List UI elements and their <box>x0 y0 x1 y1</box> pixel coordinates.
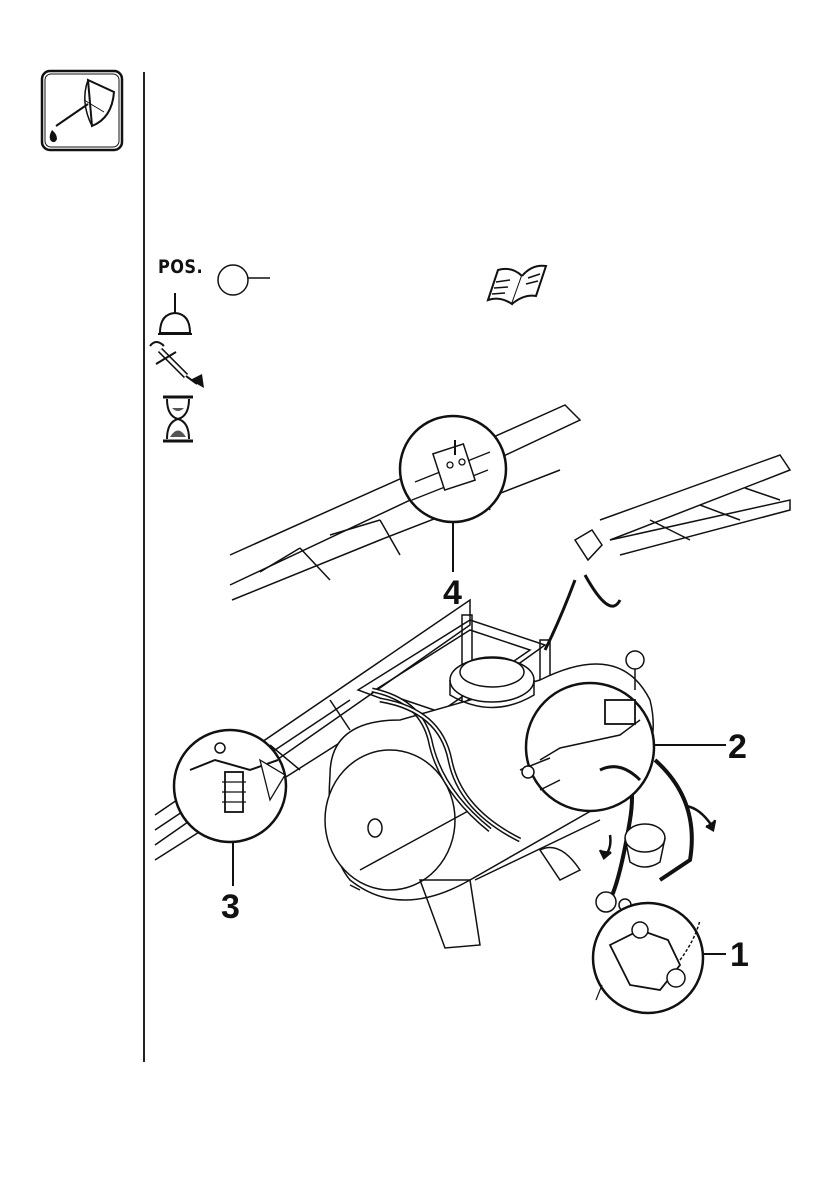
detail-circle-2 <box>520 683 726 811</box>
open-book-icon <box>488 266 546 304</box>
grease-gun-icon <box>150 342 204 388</box>
callout-2: 2 <box>728 728 747 767</box>
detail-circle-3 <box>174 730 286 886</box>
pos-circle <box>218 265 270 295</box>
detail-circle-4 <box>400 416 506 572</box>
oil-can-icon <box>42 71 122 150</box>
callout-3: 3 <box>221 888 240 927</box>
hourglass-icon <box>163 397 193 441</box>
oil-can-small-icon <box>158 293 192 334</box>
callout-1: 1 <box>730 936 749 975</box>
detail-circle-1 <box>593 903 726 1013</box>
pos-label: POS. <box>158 256 203 278</box>
callout-4: 4 <box>443 574 462 613</box>
